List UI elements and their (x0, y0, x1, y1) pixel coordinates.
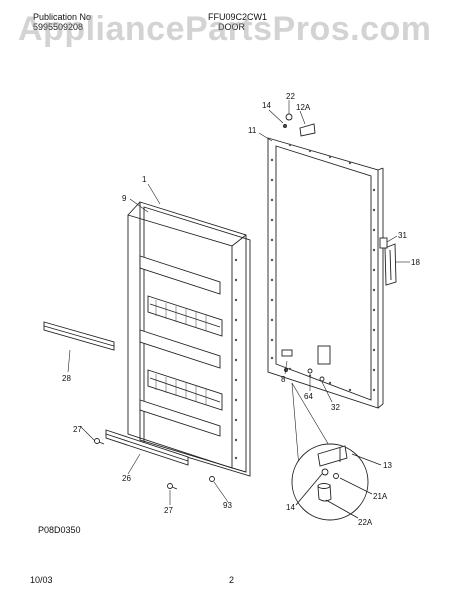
callout-26: 26 (122, 474, 131, 483)
callout-27-bottom: 27 (164, 506, 173, 515)
outer-panel-screws (270, 143, 376, 392)
callout-13: 13 (383, 461, 392, 470)
handle-cap (379, 237, 388, 249)
bushing-22a (317, 484, 332, 502)
callout-14-top: 14 (262, 101, 271, 110)
callout-14-detail: 14 (286, 503, 295, 512)
callout-22: 22 (286, 92, 295, 101)
callout-31: 31 (398, 231, 407, 240)
callout-1: 1 (142, 175, 147, 184)
publication-label: Publication No (33, 12, 92, 22)
callout-27-left: 27 (73, 425, 82, 434)
section-title: DOOR (218, 22, 245, 32)
door-outer-inset (275, 145, 372, 401)
part-93 (209, 476, 215, 482)
callout-93: 93 (223, 501, 232, 510)
part-22 (285, 113, 293, 121)
callout-28: 28 (62, 374, 71, 383)
hinge-detail-circle (291, 443, 369, 521)
shelf-grille (155, 300, 207, 405)
diagram-code: P08D0350 (38, 525, 81, 535)
callout-64: 64 (304, 392, 313, 401)
callout-22a: 22A (358, 518, 373, 527)
callout-11: 11 (248, 126, 257, 135)
callout-32: 32 (331, 403, 340, 412)
callout-21a: 21A (373, 492, 388, 501)
footer-page: 2 (229, 575, 235, 585)
liner-screws (234, 258, 238, 460)
hinge-cover-12a (299, 123, 316, 137)
pin-21a (333, 473, 339, 479)
watermark-logo: AppliancePartsPros.com (18, 10, 432, 48)
callout-12a: 12A (296, 103, 311, 112)
door-shelves (139, 255, 223, 437)
model-number: FFU09C2CW1 (208, 12, 268, 22)
washer-14 (321, 468, 329, 476)
publication-number: 5995509208 (33, 22, 84, 32)
screws-27 (94, 438, 178, 490)
callout-18: 18 (411, 258, 420, 267)
callout-9: 9 (122, 194, 127, 203)
callout-8: 8 (281, 375, 286, 384)
footer-date: 10/03 (30, 575, 53, 585)
